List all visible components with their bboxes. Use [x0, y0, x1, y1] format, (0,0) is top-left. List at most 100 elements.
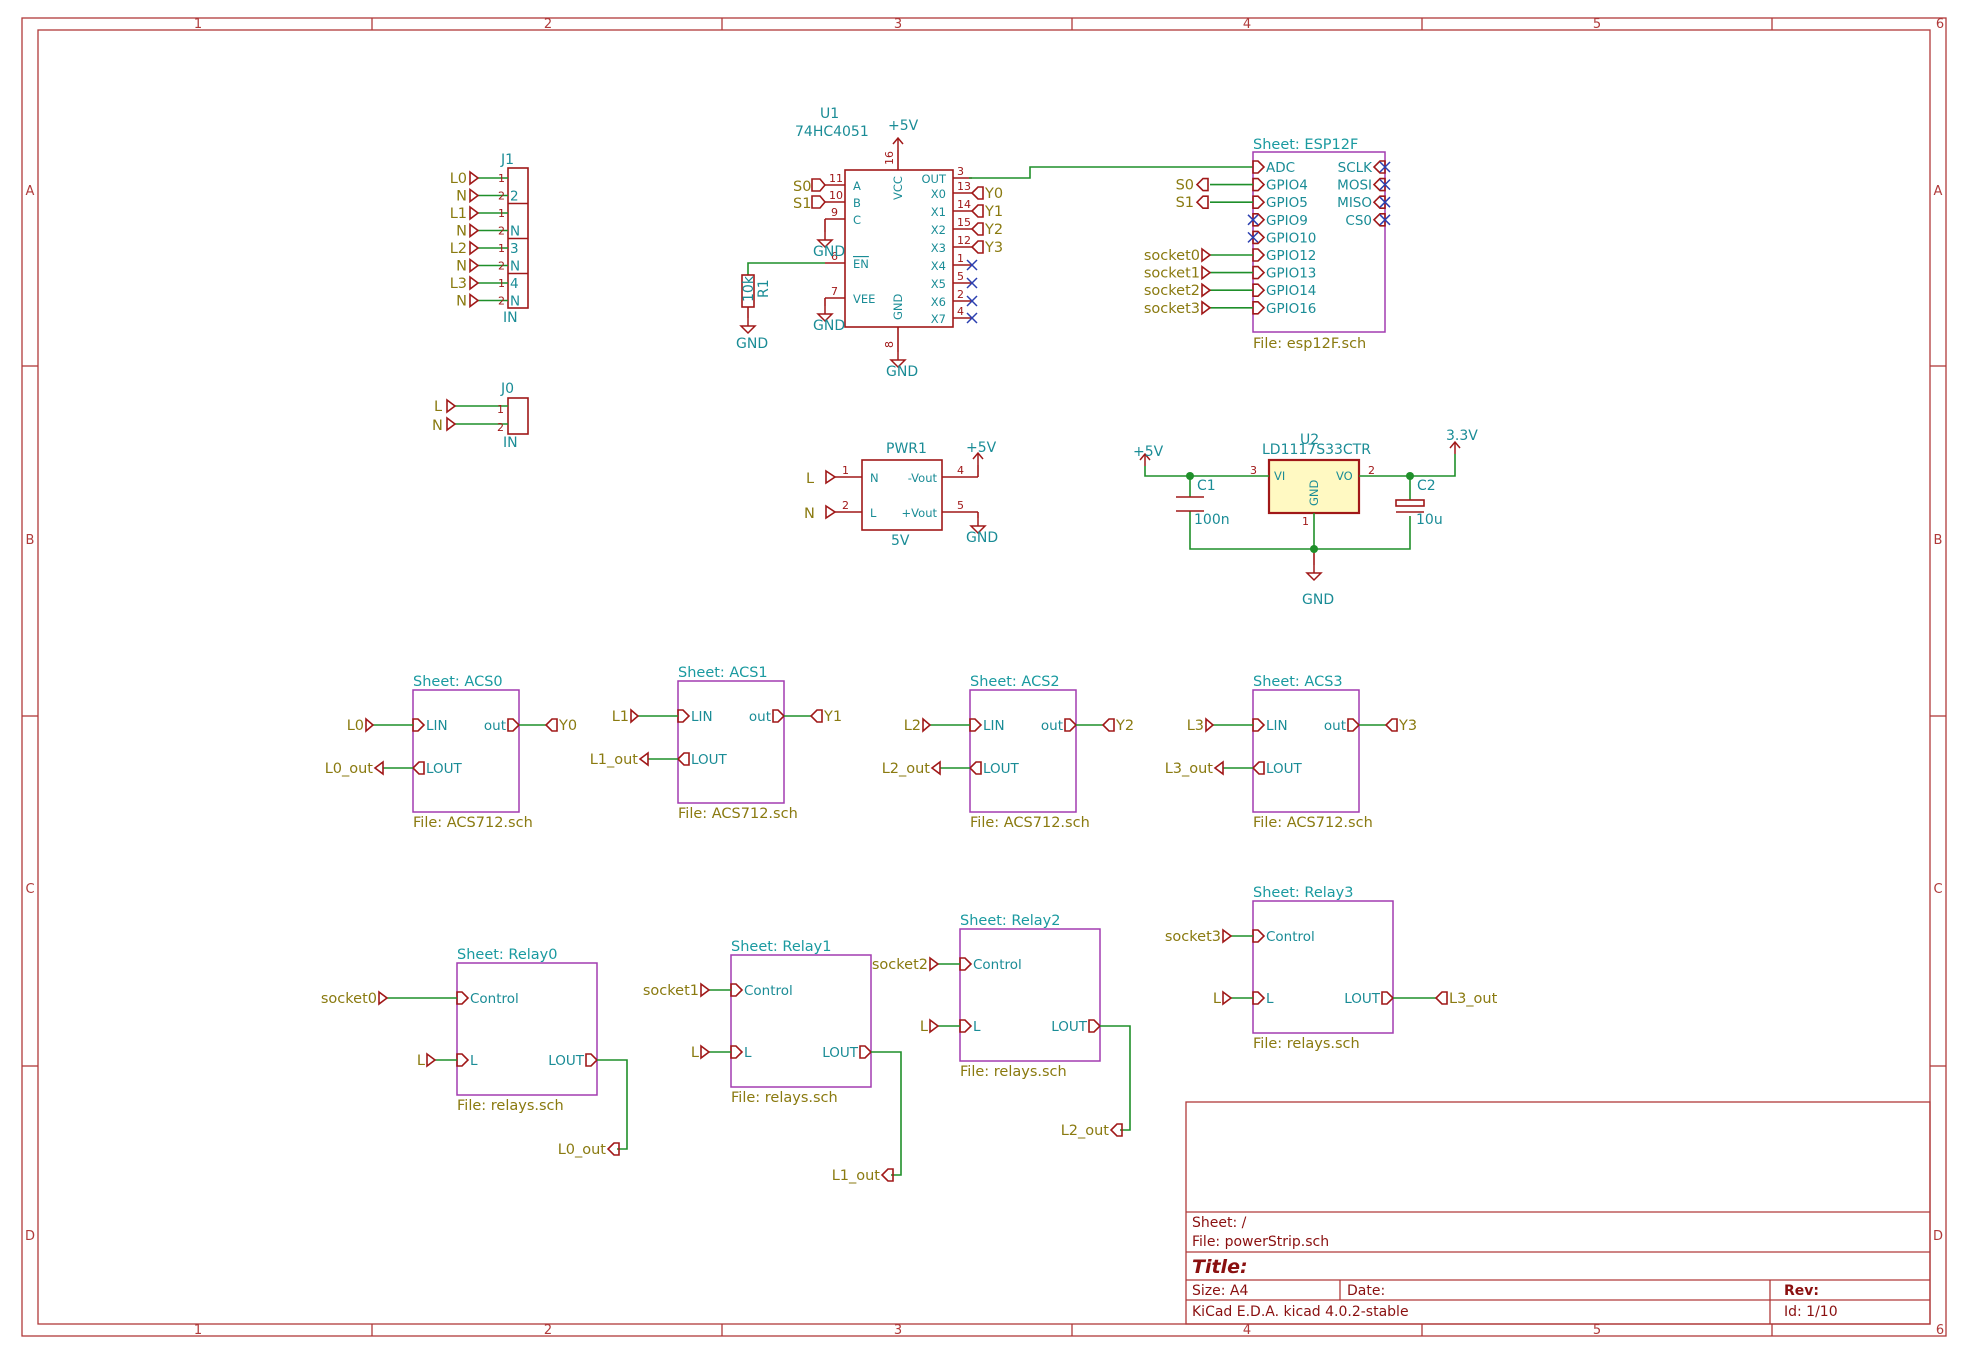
r1-resistor[interactable]: 10k R1 GND: [736, 262, 825, 352]
acs-net-out: Y3: [1398, 718, 1417, 734]
u1-pin-num: 9: [831, 206, 838, 219]
u1-net-y3: Y3: [984, 240, 1003, 256]
u1-multiplexer[interactable]: U1 74HC4051 +5V 16 VCC GND 8 GND 11 A 10…: [793, 106, 1003, 380]
acs-pin-out: out: [1324, 718, 1346, 734]
row-label-d-left: D: [25, 1229, 35, 1244]
r1-value: 10k: [741, 275, 757, 302]
esp-pin-gpio14: GPIO14: [1266, 283, 1316, 299]
j1-net-label: L1: [450, 206, 467, 222]
row-label-d-right: D: [1933, 1229, 1943, 1244]
u1-net-y0: Y0: [984, 186, 1003, 202]
j0-connector[interactable]: J0 IN L N 1 2: [432, 381, 529, 451]
u1-pin-num: 4: [957, 305, 964, 318]
u1-pin-num: 10: [829, 189, 843, 202]
esp-net-s0: S0: [1176, 178, 1194, 194]
u1-pin-name: X0: [931, 187, 946, 201]
j1-net-label: L3: [450, 276, 467, 292]
j0-pin2: 2: [497, 421, 504, 434]
relay-net-l: L: [691, 1045, 699, 1061]
esp-pin-gpio13: GPIO13: [1266, 266, 1316, 282]
j1-pin-num: 2: [498, 225, 505, 238]
u1-pin-num: 11: [829, 172, 843, 185]
u2-vi: VI: [1274, 469, 1285, 483]
relay-net-socket: socket0: [321, 991, 377, 1007]
u1-pin-num: 2: [957, 288, 964, 301]
title-block: Sheet: / File: powerStrip.sch Title: Siz…: [1185, 1101, 1931, 1325]
u2-vo: VO: [1336, 469, 1353, 483]
j1-net-label: N: [456, 189, 467, 205]
acs-sheet-file: File: ACS712.sch: [678, 806, 798, 822]
hier-pin-shape: [970, 222, 984, 236]
relay-sheet-name: Sheet: Relay3: [1253, 885, 1353, 901]
sheet-pin-shape: [1252, 300, 1266, 315]
u2-5v-net: +5V: [1133, 444, 1164, 460]
esp-pin-gpio5: GPIO5: [1266, 195, 1308, 211]
u1-pin-name: X4: [931, 259, 946, 273]
relay-net-socket: socket3: [1165, 929, 1221, 945]
j1-pin-num: 1: [498, 172, 505, 185]
esp-sheet-file: File: esp12F.sch: [1253, 336, 1366, 352]
net-label-shape: [1195, 177, 1209, 192]
tb-size: Size: A4: [1192, 1283, 1248, 1299]
esp-pin-miso: MISO: [1337, 195, 1372, 211]
acs-net-in: L2: [904, 718, 921, 734]
acs-net-lout: L2_out: [882, 761, 931, 777]
j0-pin1: 1: [497, 403, 504, 416]
acs-net-out: Y2: [1115, 718, 1134, 734]
u1-pin-name: X6: [931, 295, 946, 309]
relay-sheet-name: Sheet: Relay0: [457, 947, 557, 963]
u1-left-pins: 11 A 10 B 9 C 6 EN 7 VEE: [825, 172, 875, 306]
pwr1-net-l: L: [806, 471, 814, 487]
acs-net-in: L1: [612, 709, 629, 725]
column-label-2-top: 2: [544, 17, 552, 32]
relay-net-l: L: [417, 1053, 425, 1069]
u1-value: 74HC4051: [795, 124, 869, 140]
u1-c-gnd: GND: [813, 244, 845, 260]
row-label-b-left: B: [26, 533, 35, 548]
u1-pin-name: OUT: [922, 172, 947, 186]
r1-ref: R1: [756, 279, 772, 298]
relay-pin-lout: LOUT: [1051, 1019, 1088, 1035]
sheet-pin-shape: [1372, 160, 1386, 174]
u2-regulator[interactable]: U2 LD1117S33CTR VI VO GND 3 2 1 +5V 3.3V…: [1133, 428, 1478, 608]
net-label-shape: [469, 275, 480, 291]
hier-pin-shape: [970, 204, 984, 218]
j1-pin-name: 3: [510, 241, 519, 257]
u1-pin-num: 5: [957, 270, 964, 283]
u1-pin-name: EN: [853, 257, 869, 271]
tb-title: Title:: [1192, 1256, 1248, 1278]
pwr1-ref: PWR1: [886, 441, 927, 457]
j1-footer: IN: [503, 310, 518, 326]
esp12f-sheet[interactable]: Sheet: ESP12F File: esp12F.sch ADCGPIO4S…: [1144, 137, 1391, 352]
u2-pin3: 3: [1250, 464, 1257, 477]
j1-net-label: L2: [450, 241, 467, 257]
j0-footer: IN: [503, 435, 518, 451]
net-label-shape: [469, 187, 480, 204]
u1-pin-name: A: [853, 179, 861, 193]
u2-33v-net: 3.3V: [1446, 428, 1478, 444]
u1-vee-gnd: GND: [813, 318, 845, 334]
sheet-pin-shape: [1252, 283, 1266, 298]
acs-net-lout: L1_out: [590, 752, 639, 768]
pwr1-module[interactable]: PWR1 5V L N 1 2 N L -Vout +Vout 4 5 +5V …: [804, 440, 998, 549]
u1-pin-num: 12: [957, 234, 971, 247]
relay-pin-control: Control: [470, 991, 519, 1007]
j1-pin-name: N: [510, 294, 520, 310]
j1-pin-num: 1: [498, 242, 505, 255]
column-label-5-top: 5: [1593, 17, 1601, 32]
pwr1-pin1: 1: [842, 464, 849, 477]
relay-pin-control: Control: [1266, 929, 1315, 945]
j0-net-l: L: [434, 399, 442, 415]
column-label-2-bottom: 2: [544, 1323, 552, 1338]
